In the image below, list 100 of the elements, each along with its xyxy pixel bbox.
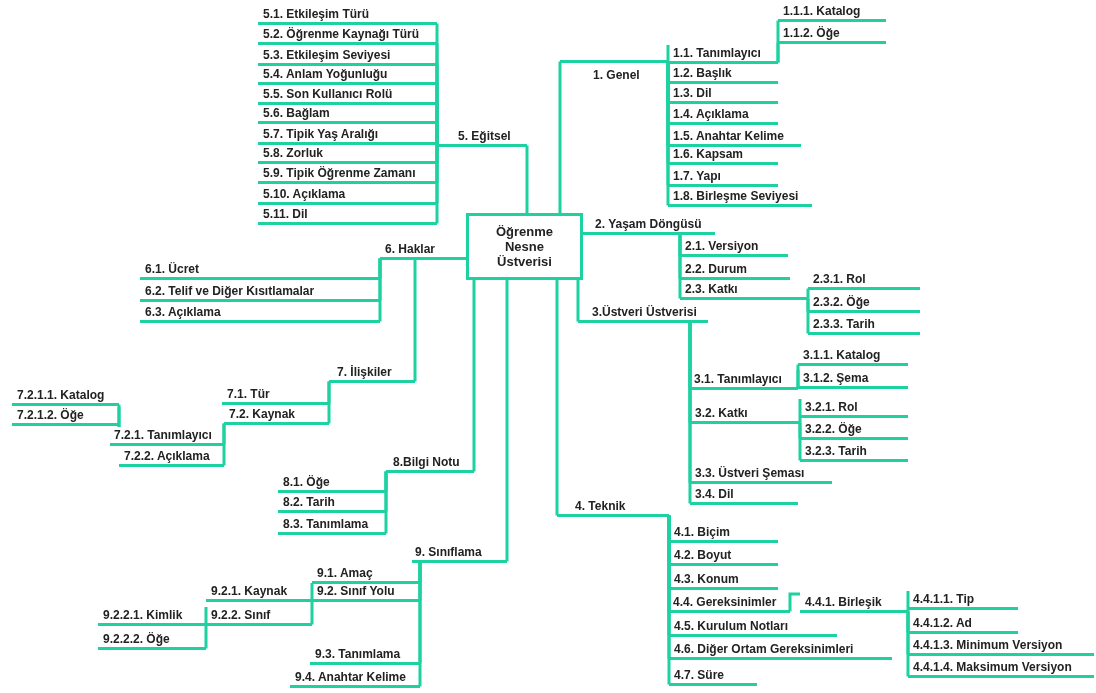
branch-label: 5.11. Dil — [258, 206, 437, 225]
branch-label: 4.2. Boyut — [669, 547, 778, 566]
branch-label: 4.3. Konum — [669, 571, 778, 590]
branch-label: 3.2. Katkı — [690, 405, 800, 424]
branch-label: 5. Eğitsel — [437, 128, 527, 147]
branch-label: 2. Yaşam Döngüsü — [590, 216, 715, 235]
connector-line — [525, 145, 529, 213]
branch-label: 6. Haklar — [380, 241, 460, 260]
branch-label: 5.7. Tipik Yaş Aralığı — [258, 126, 437, 145]
connector-line — [678, 233, 682, 300]
connector-line — [384, 471, 388, 535]
branch-label: 3.1.2. Şema — [798, 370, 908, 389]
branch-label: 7.2.2. Açıklama — [119, 448, 224, 467]
connector-line — [798, 422, 802, 462]
branch-label: 1.3. Dil — [668, 85, 778, 104]
connector-line — [310, 581, 314, 601]
branch-label: 8.1. Öğe — [278, 474, 386, 493]
branch-label: 7.2. Kaynak — [224, 406, 329, 425]
branch-label: 2.1. Versiyon — [680, 238, 788, 257]
connector-line — [558, 61, 562, 213]
connector-line — [204, 605, 208, 625]
branch-label: 4.4. Gereksinimler — [669, 594, 790, 613]
branch-label: 1.8. Birleşme Seviyesi — [668, 188, 812, 207]
branch-label: 3.2.2. Öğe — [800, 421, 908, 440]
branch-label: 9.2.2.1. Kimlik — [98, 607, 206, 626]
branch-label: 2.3.3. Tarih — [808, 316, 920, 335]
branch-label: 5.9. Tipik Öğrenme Zamanı — [258, 165, 437, 184]
branch-label: 9.2.1. Kaynak — [206, 583, 312, 602]
branch-label: 8.3. Tanımlama — [278, 516, 386, 535]
connector-line — [472, 280, 476, 472]
branch-label: 5.3. Etkileşim Seviyesi — [258, 47, 437, 66]
branch-label: 4.4.1. Birleşik — [800, 594, 908, 613]
branch-label: 4. Teknik — [557, 498, 669, 517]
branch-label: 8.Bilgi Notu — [386, 454, 474, 473]
branch-label: 4.4.1.1. Tip — [908, 591, 1018, 610]
connector-line — [906, 589, 910, 612]
branch-label: 4.5. Kurulum Notları — [669, 618, 837, 637]
branch-label: 1.6. Kapsam — [668, 146, 778, 165]
connector-line — [555, 280, 559, 516]
connector-line — [667, 515, 671, 686]
branch-label: 5.10. Açıklama — [258, 186, 437, 205]
connector-line — [796, 368, 800, 389]
connector-line — [418, 561, 422, 688]
branch-label: 2.3. Katkı — [680, 281, 808, 300]
branch-label: 5.6. Bağlam — [258, 105, 437, 124]
branch-label: 9. Sınıflama — [412, 544, 507, 563]
branch-label: 1.5. Anahtar Kelime — [668, 128, 801, 147]
branch-label: 9.2.2. Sınıf — [206, 607, 312, 626]
root-box: Öğrenme Nesne Üstverisi — [466, 213, 583, 280]
connector-line — [806, 298, 810, 335]
connector-line — [788, 592, 800, 612]
branch-label: 7.2.1.2. Öğe — [12, 407, 119, 426]
branch-label: 2.3.2. Öğe — [808, 294, 920, 313]
branch-label: 1.2. Başlık — [668, 65, 778, 84]
connector-line — [413, 257, 466, 382]
branch-label: 1.1.2. Öğe — [778, 25, 886, 44]
connector-line — [310, 600, 314, 626]
connector-line — [435, 145, 439, 225]
branch-label: 7.2.1. Tanımlayıcı — [110, 427, 224, 446]
connector-line — [378, 258, 382, 323]
branch-label: 5.4. Anlam Yoğunluğu — [258, 66, 437, 85]
branch-label: 3.4. Dil — [690, 486, 798, 505]
branch-label: 1.7. Yapı — [668, 168, 778, 187]
branch-label: 3.3. Üstveri Şeması — [690, 465, 832, 484]
branch-label: 4.1. Biçim — [669, 524, 778, 543]
branch-label: 4.4.1.3. Minimum Versiyon — [908, 637, 1094, 656]
connector-line — [906, 611, 910, 678]
branch-label: 2.3.1. Rol — [808, 271, 920, 290]
branch-label: 4.6. Diğer Ortam Gereksinimleri — [669, 641, 892, 660]
connector-line — [666, 43, 670, 62]
branch-label: 4.7. Süre — [669, 667, 757, 686]
connector-line — [505, 280, 509, 562]
branch-label: 5.5. Son Kullanıcı Rolü — [258, 86, 437, 105]
branch-label: 1.1.1. Katalog — [778, 3, 886, 22]
branch-label: 9.3. Tanımlama — [310, 646, 420, 665]
branch-label: 7.2.1.1. Katalog — [12, 387, 119, 406]
branch-label: 3.1.1. Katalog — [798, 347, 908, 366]
connector-line — [798, 397, 802, 423]
branch-label: 5.8. Zorluk — [258, 145, 437, 164]
connector-line — [222, 423, 226, 467]
branch-label: 9.2.2.2. Öğe — [98, 631, 206, 650]
branch-label: 3.2.1. Rol — [800, 399, 908, 418]
connector-line — [576, 280, 580, 322]
branch-label: 9.2. Sınıf Yolu — [312, 583, 420, 602]
branch-label: 5.2. Öğrenme Kaynağı Türü — [258, 26, 437, 45]
branch-label: 9.4. Anahtar Kelime — [290, 669, 420, 688]
branch-label: 2.2. Durum — [680, 261, 790, 280]
connector-line — [806, 287, 810, 299]
branch-label: 8.2. Tarih — [278, 494, 386, 513]
branch-label: 1.1. Tanımlayıcı — [668, 45, 778, 64]
connector-line — [583, 232, 590, 235]
branch-label: 7.1. Tür — [222, 386, 329, 405]
connector-line — [776, 41, 780, 63]
branch-label: 1.4. Açıklama — [668, 106, 778, 125]
branch-label: 4.4.1.2. Ad — [908, 615, 1018, 634]
branch-label: 6.3. Açıklama — [140, 304, 380, 323]
branch-label: 3.2.3. Tarih — [800, 443, 908, 462]
branch-label: 7. İlişkiler — [329, 364, 415, 383]
branch-label: 6.1. Ücret — [140, 261, 380, 280]
branch-label: 9.1. Amaç — [312, 565, 420, 584]
